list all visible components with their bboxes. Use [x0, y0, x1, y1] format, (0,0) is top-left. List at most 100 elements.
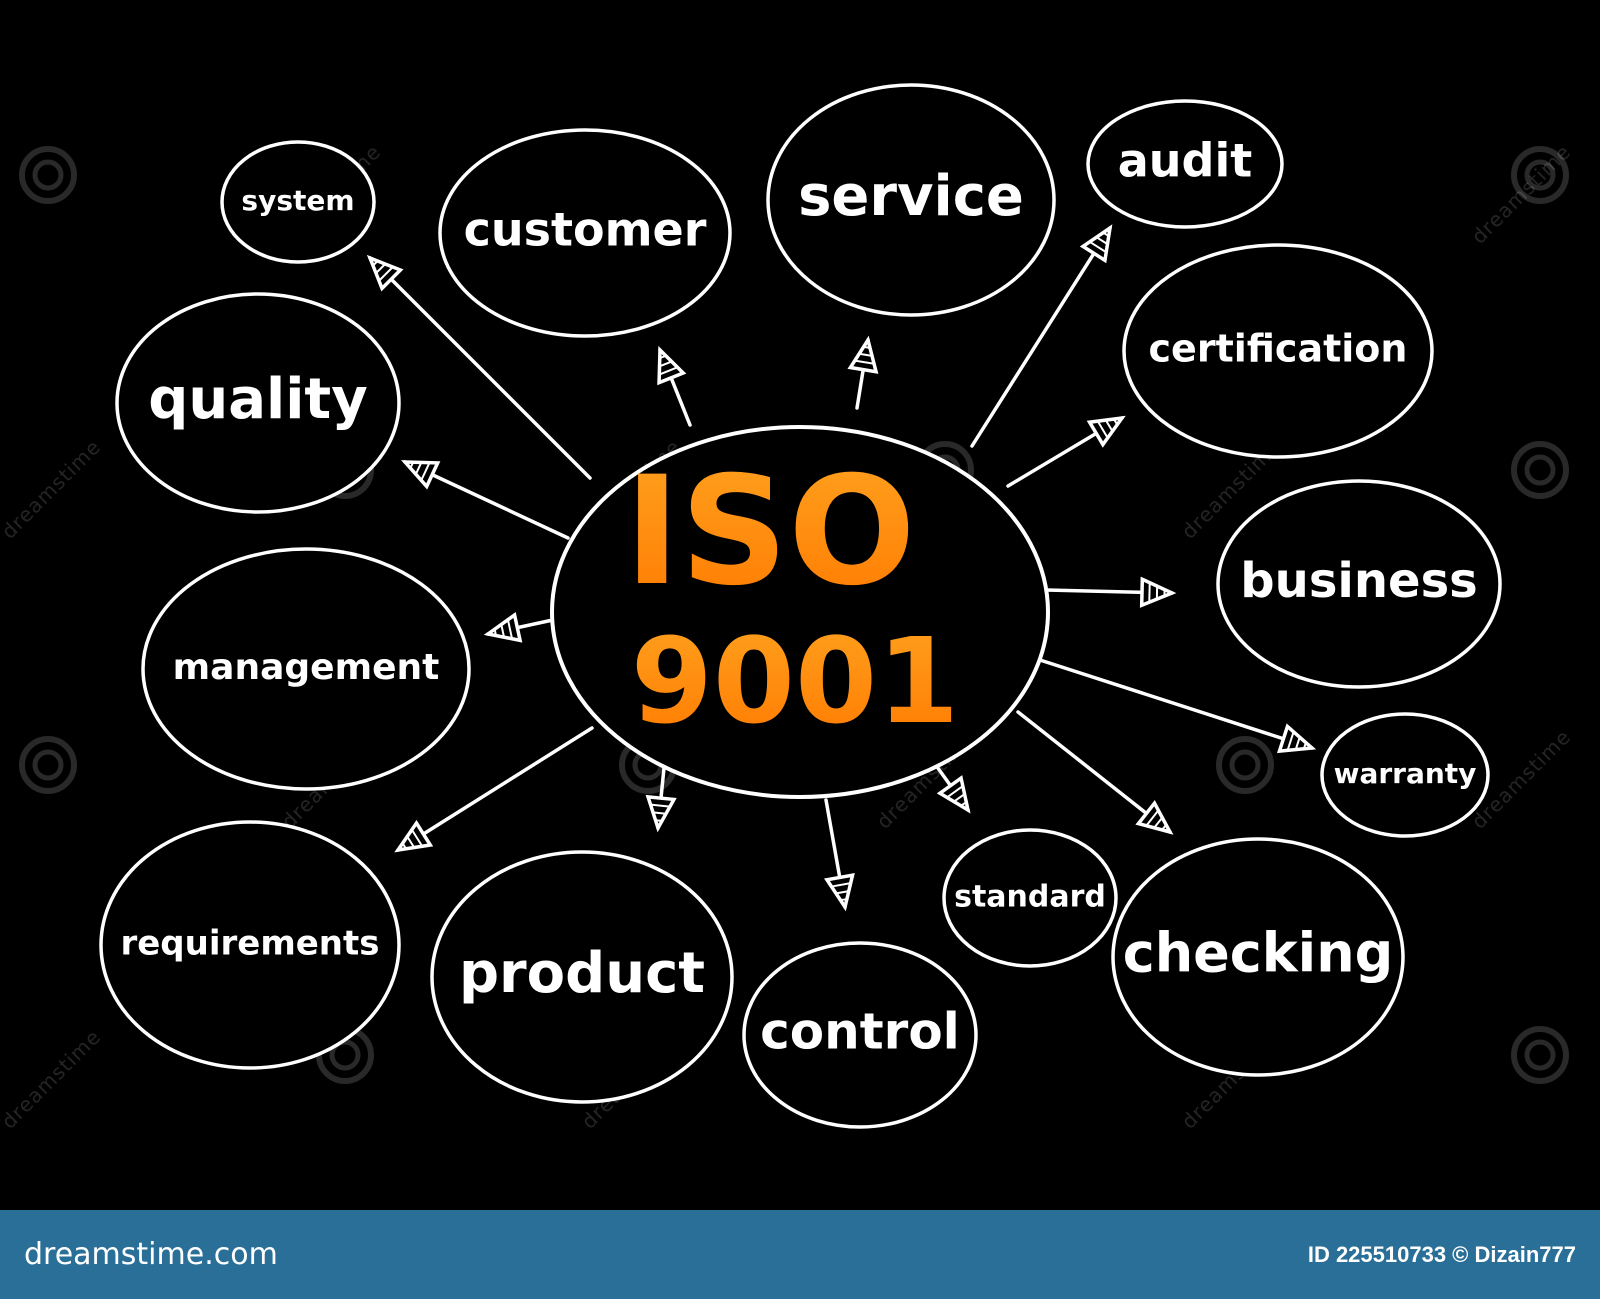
node-audit-bubble	[1086, 99, 1284, 229]
node-product-label: product	[459, 941, 705, 1006]
watermark-swirl-icon	[1511, 1026, 1569, 1084]
arrowhead-hatch	[420, 461, 431, 482]
arrowhead-hatch	[654, 819, 663, 822]
connector-line	[1038, 658, 1314, 750]
node-warranty-bubble	[1320, 712, 1490, 838]
arrowhead-hatch	[658, 360, 673, 368]
arrowhead-hatch	[862, 345, 872, 349]
node-requirements: requirements	[99, 820, 401, 1070]
arrow-to-control	[824, 798, 855, 912]
mind-map-svg: dreamstime dreamstime dreamstime dreamst…	[0, 83, 1576, 1134]
arrowhead-hatch	[652, 811, 667, 815]
arrowhead-icon	[657, 345, 687, 386]
watermark-swirl-icon	[1216, 736, 1274, 794]
arrow-to-customer	[657, 345, 692, 427]
center-title-9001: 9001	[631, 612, 959, 750]
node-standard-label: standard	[954, 880, 1106, 915]
node-system-label: system	[241, 184, 354, 217]
arrow-to-service	[847, 335, 879, 410]
arrow-to-quality	[401, 460, 570, 540]
arrowhead-hatch	[1145, 809, 1160, 827]
arrowhead-hatch	[834, 890, 850, 895]
arrow-to-system	[366, 254, 592, 480]
node-standard: standard	[942, 828, 1118, 968]
node-management: management	[141, 547, 471, 791]
node-certification-label: certification	[1149, 327, 1408, 371]
watermark-text: dreamstime	[0, 1025, 106, 1134]
watermark-swirl-icon	[19, 146, 77, 204]
node-quality: quality	[115, 292, 401, 514]
arrowhead-hatch	[410, 828, 424, 848]
node-certification: certification	[1122, 243, 1434, 459]
node-customer-bubble	[438, 128, 732, 338]
arrowhead-hatch	[830, 882, 852, 888]
node-warranty-label: warranty	[1334, 757, 1477, 790]
arrowhead-hatch	[414, 461, 423, 476]
node-customer: customer	[438, 128, 732, 338]
arrowhead-hatch	[658, 354, 667, 360]
node-control-bubble	[742, 941, 978, 1129]
arrowhead-hatch	[1161, 823, 1168, 831]
node-standard-bubble	[942, 828, 1118, 968]
node-product-bubble	[430, 850, 734, 1104]
arrowhead-hatch	[409, 461, 415, 470]
arrowhead-hatch	[1102, 231, 1110, 238]
arrowhead-hatch	[839, 898, 848, 902]
footer-image-id: ID 225510733 © Dizain777	[1307, 1241, 1576, 1267]
connector-line	[368, 256, 592, 480]
node-audit: audit	[1086, 99, 1284, 229]
arrowhead-hatch	[1112, 418, 1119, 426]
node-checking-bubble	[1111, 837, 1405, 1077]
node-customer-label: customer	[464, 203, 707, 257]
node-management-label: management	[173, 647, 440, 688]
node-system-bubble	[220, 140, 376, 264]
arrowhead-hatch	[945, 785, 964, 799]
node-requirements-bubble	[99, 820, 401, 1070]
arrowhead-hatch	[1088, 240, 1108, 254]
arrow-to-audit	[970, 224, 1113, 448]
watermark-swirl-icon	[1511, 441, 1569, 499]
arrowhead-hatch	[658, 366, 679, 376]
node-warranty: warranty	[1320, 712, 1490, 838]
node-business: business	[1216, 479, 1502, 689]
watermark-swirl-icon	[1511, 146, 1569, 204]
node-control: control	[742, 941, 978, 1129]
node-audit-label: audit	[1118, 134, 1252, 188]
arrowhead-hatch	[401, 842, 408, 850]
arrow-to-warranty	[1038, 658, 1317, 754]
node-management-bubble	[141, 547, 471, 791]
arrow-to-checking	[1016, 710, 1174, 835]
watermark-text: dreamstime	[0, 435, 106, 544]
node-checking-label: checking	[1123, 922, 1394, 985]
node-service-bubble	[766, 83, 1056, 317]
watermark-swirl-icon	[19, 736, 77, 794]
node-checking: checking	[1111, 837, 1405, 1077]
arrow-to-requirements	[394, 726, 594, 853]
arrowhead-hatch	[406, 835, 416, 849]
connector-line	[396, 726, 594, 852]
arrowhead-hatch	[375, 263, 387, 275]
arrowhead-hatch	[959, 801, 968, 807]
arrowhead-hatch	[1294, 736, 1301, 751]
node-service-label: service	[798, 164, 1024, 229]
arrowhead-hatch	[853, 359, 876, 365]
arrow-to-certification	[1006, 415, 1126, 488]
connector-line	[970, 226, 1112, 448]
footer-bar: dreamstime.com ID 225510733 © Dizain777	[0, 1210, 1600, 1299]
arrowhead-hatch	[493, 628, 498, 637]
arrow-to-business	[1044, 576, 1177, 608]
connector-line	[1016, 710, 1172, 834]
arrowhead-hatch	[500, 623, 506, 639]
arrowhead-hatch	[378, 266, 394, 282]
arrowhead-hatch	[649, 803, 671, 808]
center-node: ISO 9001	[550, 425, 1050, 799]
node-service: service	[766, 83, 1056, 317]
node-product: product	[430, 850, 734, 1104]
arrowhead-hatch	[372, 260, 379, 267]
node-quality-bubble	[115, 292, 401, 514]
arrowhead-hatch	[506, 618, 514, 640]
arrow-to-standard	[933, 762, 971, 814]
footer-brand: dreamstime.com	[24, 1237, 278, 1272]
node-business-label: business	[1240, 553, 1477, 609]
arrowhead-hatch	[1095, 236, 1109, 246]
